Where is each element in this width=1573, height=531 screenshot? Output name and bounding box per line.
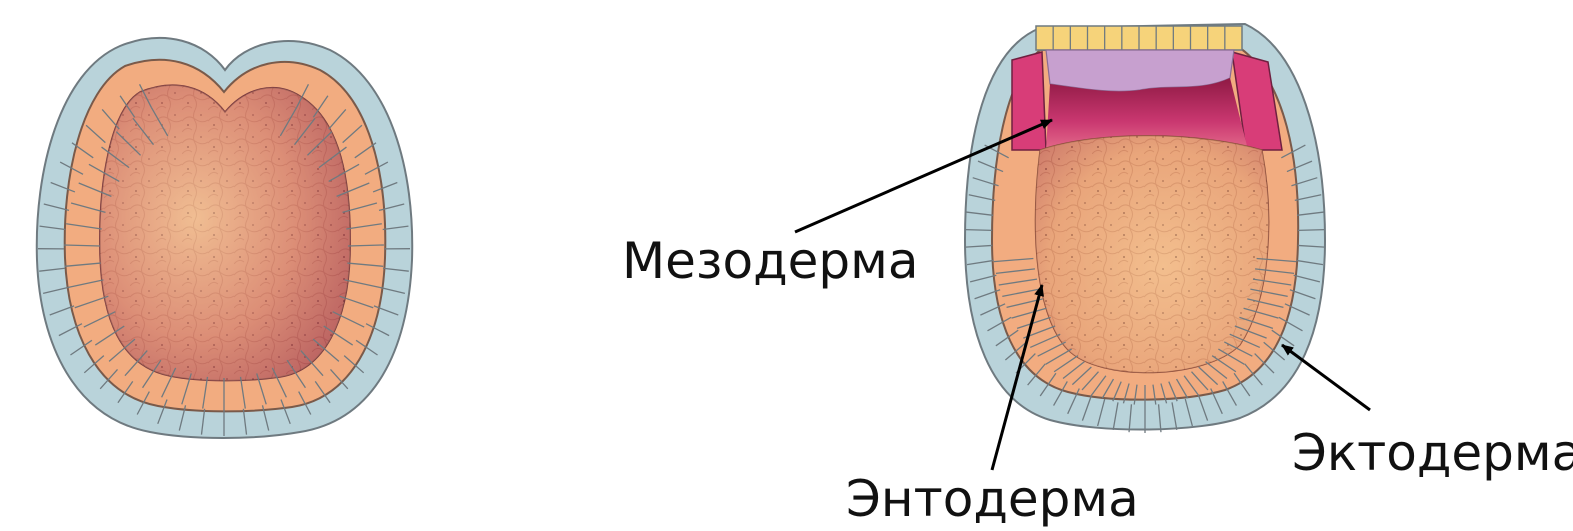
early-gastrula xyxy=(37,38,412,438)
label-endoderm: Энтодерма xyxy=(846,470,1139,528)
roof-band xyxy=(1046,50,1234,91)
label-mesoderm: Мезодерма xyxy=(622,232,919,290)
arrow-ectoderm xyxy=(1282,345,1370,410)
label-ectoderm: Эктодерма xyxy=(1292,424,1573,482)
